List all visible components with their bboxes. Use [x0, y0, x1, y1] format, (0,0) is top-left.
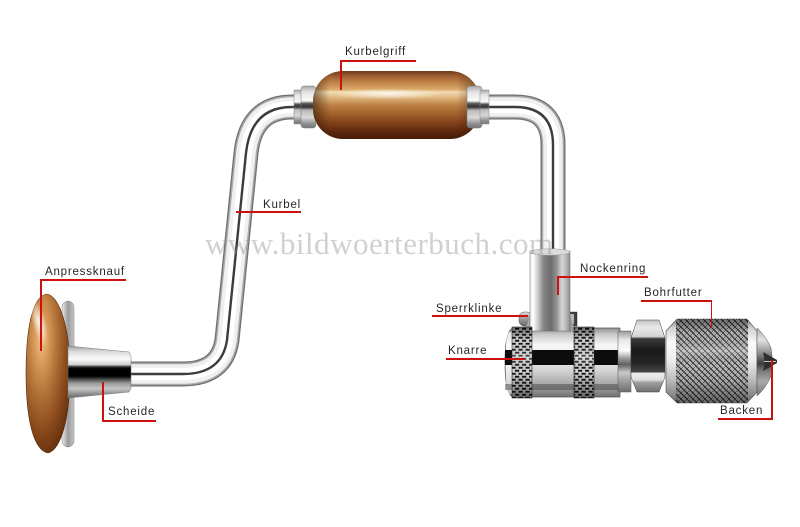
hex-nut — [630, 319, 666, 393]
press-knob — [25, 293, 71, 454]
leader-backen-h — [718, 418, 773, 420]
handle-ferrule-left — [293, 85, 317, 129]
label-knarre: Knarre — [448, 345, 488, 357]
leader-scheide-h — [102, 420, 156, 422]
sheath-cone — [67, 345, 132, 399]
leader-nockenring-h — [557, 276, 648, 278]
leader-kurbelgriff-v — [340, 60, 342, 90]
ratchet-knurl-bands — [511, 326, 595, 399]
leader-kurbelgriff-h — [340, 60, 416, 62]
leader-nockenring-v — [557, 276, 559, 295]
crank-tube — [131, 94, 566, 387]
chuck-jaws — [763, 352, 777, 371]
crank-handle — [313, 71, 480, 139]
cam-ring-sleeve — [517, 248, 583, 332]
leader-knarre-h — [446, 358, 525, 360]
label-anpressknauf: Anpressknauf — [45, 266, 125, 278]
leader-scheide-v — [102, 382, 104, 421]
watermark-text: www.bildwoerterbuch.com — [205, 226, 554, 261]
leader-anpressknauf-h — [40, 279, 126, 281]
neck-collar — [617, 330, 632, 393]
leader-sperrklinke-h — [432, 315, 528, 317]
label-bohrfutter: Bohrfutter — [644, 287, 703, 299]
leader-bohrfutter-v — [710, 300, 712, 328]
leader-backen-v — [771, 360, 773, 419]
label-nockenring: Nockenring — [580, 263, 647, 275]
label-kurbel: Kurbel — [263, 199, 302, 211]
label-sperrklinke: Sperrklinke — [436, 303, 503, 315]
label-kurbelgriff: Kurbelgriff — [345, 46, 407, 58]
leader-anpressknauf-v — [40, 279, 42, 351]
handle-ferrule-right — [466, 85, 490, 129]
leader-bohrfutter-h — [641, 300, 712, 302]
chuck-body — [665, 318, 758, 404]
leader-kurbel-h — [236, 211, 301, 213]
label-scheide: Scheide — [108, 406, 156, 418]
label-backen: Backen — [720, 405, 764, 417]
